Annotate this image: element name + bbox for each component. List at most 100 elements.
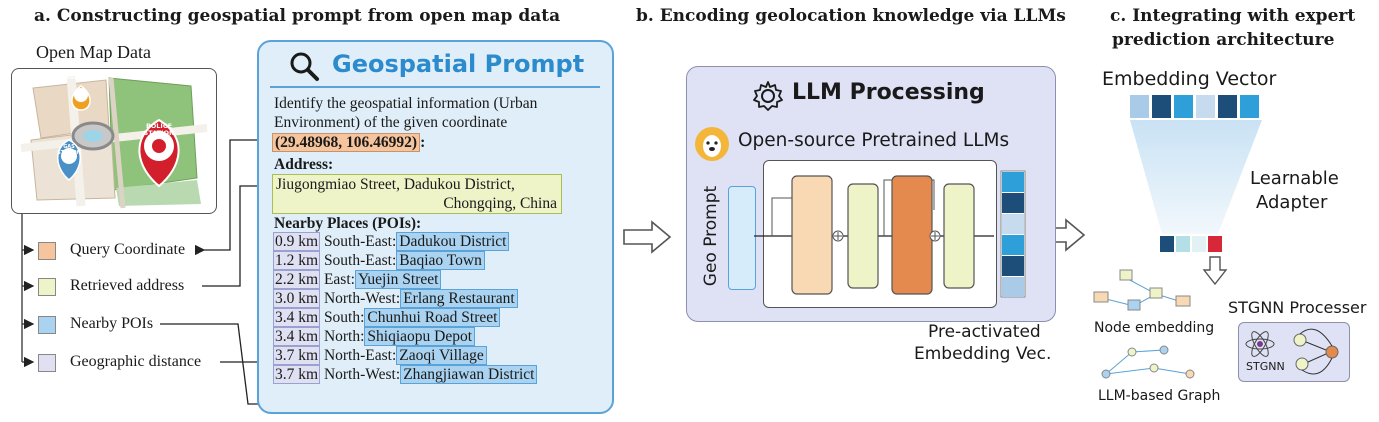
prompt-intro-line1: Identify the geospatial information (Urb…: [274, 95, 538, 112]
poi-row: 2.2 km East:Yuejin Street: [273, 270, 442, 289]
prompt-title: Geospatial Prompt: [332, 50, 585, 78]
poi-row: 3.7 km North-West:Zhangjiawan District: [273, 365, 538, 384]
pois-heading: Nearby Places (POIs):: [274, 215, 422, 232]
node-embedding-graph: [1093, 269, 1191, 311]
geo-prompt-label: Geo Prompt: [701, 185, 721, 287]
adapter-label-line1: Learnable: [1250, 168, 1339, 189]
poi-distance: 2.2 km: [273, 270, 321, 289]
map-illustration: RESTAURANT POLICE STATION GAS STATION: [20, 75, 208, 209]
transformer-diagram: [754, 175, 994, 295]
prompt-intro-line2: Environment) of the given coordinate: [274, 114, 508, 131]
llm-based-graph: [1101, 345, 1195, 379]
svg-text:GAS: GAS: [63, 144, 75, 150]
embedding-cell: [1002, 277, 1024, 297]
poi-direction: North-East:: [323, 347, 397, 364]
legend-swatch-address: [38, 278, 56, 296]
query-coordinate: (29.48968, 106.46992): [272, 133, 421, 152]
llm-based-graph-label: LLM-based Graph: [1098, 388, 1221, 404]
node-embedding-label: Node embedding: [1094, 320, 1215, 336]
adapter-illustration: [1130, 95, 1262, 252]
poi-name: Shiqiaopu Depot: [364, 327, 476, 346]
poi-name: Zhangjiawan District: [400, 365, 538, 384]
legend-retrieved-address: Retrieved address: [70, 277, 185, 294]
adapter-output-cell: [1192, 236, 1206, 252]
poi-distance: 3.4 km: [273, 308, 321, 327]
address-heading: Address:: [274, 156, 334, 173]
poi-distance: 0.9 km: [273, 232, 321, 251]
poi-distance: 3.7 km: [273, 365, 321, 384]
section-a-title: a. Constructing geospatial prompt from o…: [34, 6, 561, 26]
gear-icon: [753, 81, 783, 111]
stgnn-processer-label: STGNN Processer: [1228, 298, 1367, 317]
prompt-divider: [270, 86, 600, 88]
svg-text:RESTAURANT: RESTAURANT: [63, 75, 101, 81]
poi-row: 0.9 km South-East:Dadukou District: [273, 232, 510, 251]
llm-subtitle: Open-source Pretrained LLMs: [738, 130, 1010, 151]
poi-direction: North:: [323, 328, 365, 345]
poi-name: Chunhui Road Street: [364, 308, 501, 327]
poi-direction: North-West:: [323, 290, 401, 307]
embedding-cell: [1002, 172, 1024, 192]
map-title: Open Map Data: [36, 42, 151, 62]
svg-text:POLICE: POLICE: [146, 122, 172, 130]
embedding-cell: [1130, 95, 1149, 118]
section-c-title-line2: prediction architecture: [1112, 30, 1335, 50]
adapter-output-cell: [1208, 236, 1222, 252]
llama-icon: [695, 127, 729, 161]
embedding-cell: [1002, 214, 1024, 234]
poi-distance: 3.0 km: [273, 289, 321, 308]
embedding-cell: [1196, 95, 1215, 118]
embedding-cell: [1174, 95, 1193, 118]
pre-activated-label-line2: Embedding Vec.: [914, 344, 1052, 364]
geo-prompt-input-block: [728, 186, 756, 290]
gas-station-pin-icon: GAS STATION: [57, 139, 81, 181]
poi-name: Zaoqi Village: [396, 346, 487, 365]
poi-direction: East:: [323, 271, 355, 288]
embedding-cell: [1152, 95, 1171, 118]
arrow-right-icon: [623, 220, 672, 254]
poi-name: Baqiao Town: [396, 251, 485, 270]
stgnn-diagram: [1245, 328, 1339, 375]
llm-title: LLM Processing: [792, 80, 985, 105]
poi-row: 3.4 km South:Chunhui Road Street: [273, 308, 501, 327]
restaurant-pin-icon: RESTAURANT: [63, 75, 101, 111]
legend-swatch-query: [38, 242, 56, 260]
pre-activated-label-line1: Pre-activated: [928, 322, 1041, 342]
section-c-title-line1: c. Integrating with expert: [1110, 6, 1356, 26]
legend-swatch-pois: [38, 316, 56, 334]
stgnn-badge: STGNN: [1246, 360, 1285, 373]
svg-text:STATION: STATION: [144, 129, 175, 137]
poi-row: 3.7 km North-East:Zaoqi Village: [273, 346, 487, 365]
adapter-output-cell: [1160, 236, 1174, 252]
prompt-coordinate-row: (29.48968, 106.46992):: [272, 133, 425, 152]
legend-query-coordinate: Query Coordinate: [70, 241, 186, 258]
poi-direction: South:: [323, 309, 365, 326]
address-line1: Jiugongmiao Street, Dadukou District,: [276, 176, 515, 193]
embedding-cell: [1218, 95, 1237, 118]
embedding-cell: [1240, 95, 1259, 118]
poi-direction: North-West:: [323, 366, 401, 383]
section-b-title: b. Encoding geolocation knowledge via LL…: [636, 6, 1066, 26]
poi-row: 3.4 km North:Shiqiaopu Depot: [273, 327, 476, 346]
embedding-vector-label: Embedding Vector: [1102, 68, 1277, 90]
adapter-output-cell: [1176, 236, 1190, 252]
poi-distance: 1.2 km: [273, 251, 321, 270]
pre-activated-embedding-vector: [1000, 170, 1026, 298]
geo-prompt-label-wrap: Geo Prompt: [698, 176, 724, 300]
legend-nearby-pois: Nearby POIs: [70, 315, 154, 332]
layer-block: [943, 183, 975, 289]
poi-name: Dadukou District: [396, 232, 510, 251]
legend-swatch-distance: [38, 354, 56, 372]
police-pin-icon: POLICE STATION: [138, 118, 180, 188]
poi-distance: 3.7 km: [273, 346, 321, 365]
adapter-label-line2: Adapter: [1256, 192, 1328, 213]
layer-block: [791, 175, 833, 295]
embedding-cell: [1002, 256, 1024, 276]
embedding-cell: [1002, 235, 1024, 255]
poi-distance: 3.4 km: [273, 327, 321, 346]
coordinate-suffix: :: [420, 134, 426, 151]
poi-direction: South-East:: [323, 252, 397, 269]
layer-block: [891, 175, 933, 295]
embedding-cell: [1002, 193, 1024, 213]
legend-geographic-distance: Geographic distance: [70, 353, 202, 370]
